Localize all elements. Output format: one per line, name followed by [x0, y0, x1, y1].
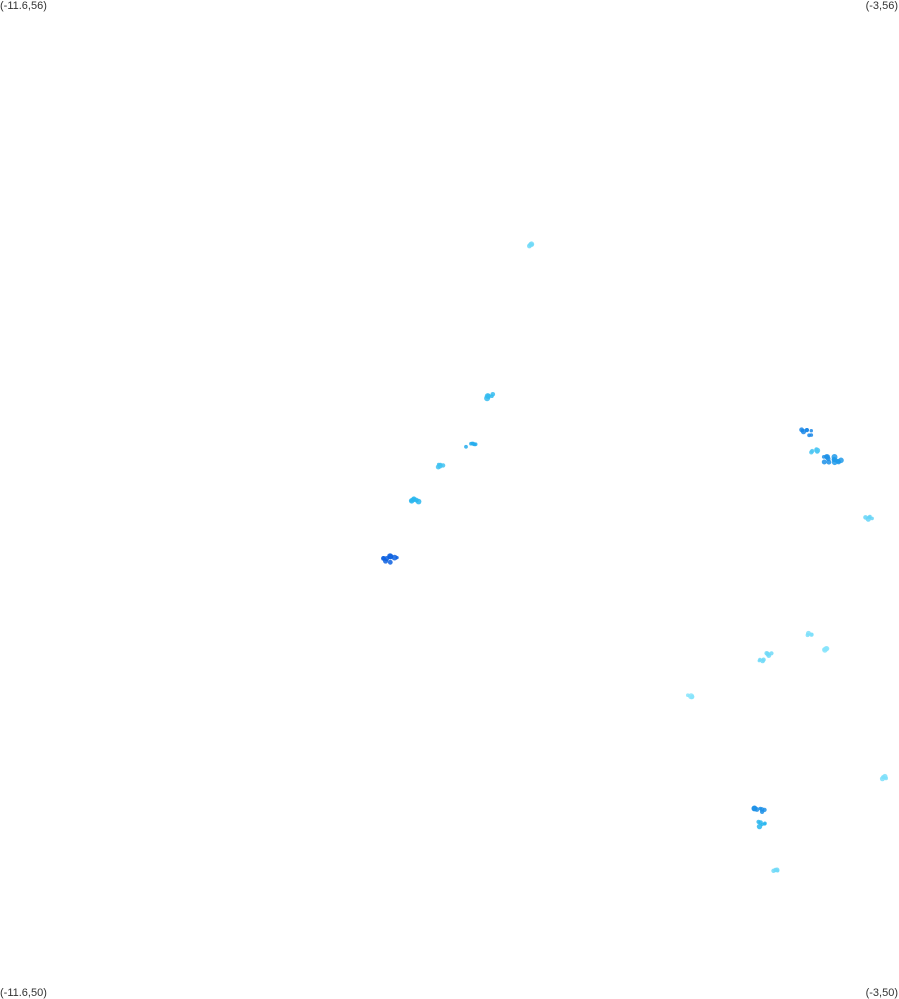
detection-point — [414, 497, 419, 503]
detection-point — [867, 515, 871, 519]
detection-cluster — [408, 496, 422, 505]
detection-point — [809, 450, 814, 455]
detection-point — [387, 559, 393, 565]
detection-point — [835, 458, 841, 464]
detection-point — [490, 394, 494, 399]
detection-point — [435, 464, 441, 470]
detection-point — [688, 693, 695, 700]
detection-point — [759, 809, 765, 814]
detection-point — [809, 433, 814, 437]
detection-point — [761, 657, 766, 662]
detection-point — [809, 632, 814, 637]
detection-point — [882, 773, 888, 780]
detection-cluster — [381, 553, 399, 565]
detection-cluster — [435, 462, 446, 470]
detection-point — [821, 459, 827, 465]
detection-cluster — [822, 646, 830, 653]
detection-point — [771, 868, 776, 873]
detection-point — [486, 393, 491, 399]
detection-cluster — [809, 447, 821, 455]
detection-point — [809, 429, 813, 433]
detection-point — [387, 553, 394, 560]
detection-cluster — [799, 427, 814, 438]
detection-cluster — [527, 241, 535, 249]
detection-cluster — [771, 867, 780, 873]
corner-label-top-right: (-3,56) — [865, 0, 898, 12]
detection-cluster — [863, 514, 874, 522]
detection-cluster — [879, 773, 888, 782]
detection-point — [758, 806, 762, 811]
detection-point — [751, 805, 758, 812]
detection-point — [815, 449, 820, 454]
detection-point — [440, 463, 446, 468]
detection-cluster — [831, 454, 844, 466]
detection-point — [765, 651, 771, 657]
detection-cluster — [756, 819, 767, 830]
detection-point — [464, 444, 468, 449]
detection-point — [472, 442, 477, 447]
detection-cluster — [764, 651, 774, 658]
detection-point — [826, 459, 832, 465]
detection-point — [800, 429, 804, 433]
detection-cluster — [805, 630, 814, 638]
detection-cluster — [751, 805, 767, 814]
corner-label-bottom-left: (-11.6,50) — [0, 987, 47, 999]
detection-point — [408, 498, 415, 504]
detection-point — [776, 869, 780, 873]
detection-point — [528, 241, 535, 247]
detection-point — [757, 659, 761, 663]
detection-cluster — [757, 657, 766, 664]
detection-cluster — [686, 693, 695, 700]
corner-label-bottom-right: (-3,50) — [865, 987, 898, 999]
detection-cluster — [464, 441, 478, 449]
detection-point — [383, 558, 389, 564]
detection-point — [758, 820, 763, 825]
detection-cluster — [484, 392, 496, 402]
corner-label-top-left: (-11.6,56) — [0, 0, 47, 12]
detection-point — [863, 515, 868, 520]
detection-point — [805, 633, 810, 638]
detection-point — [824, 646, 830, 652]
detection-point — [395, 556, 399, 560]
detection-point — [763, 821, 767, 826]
